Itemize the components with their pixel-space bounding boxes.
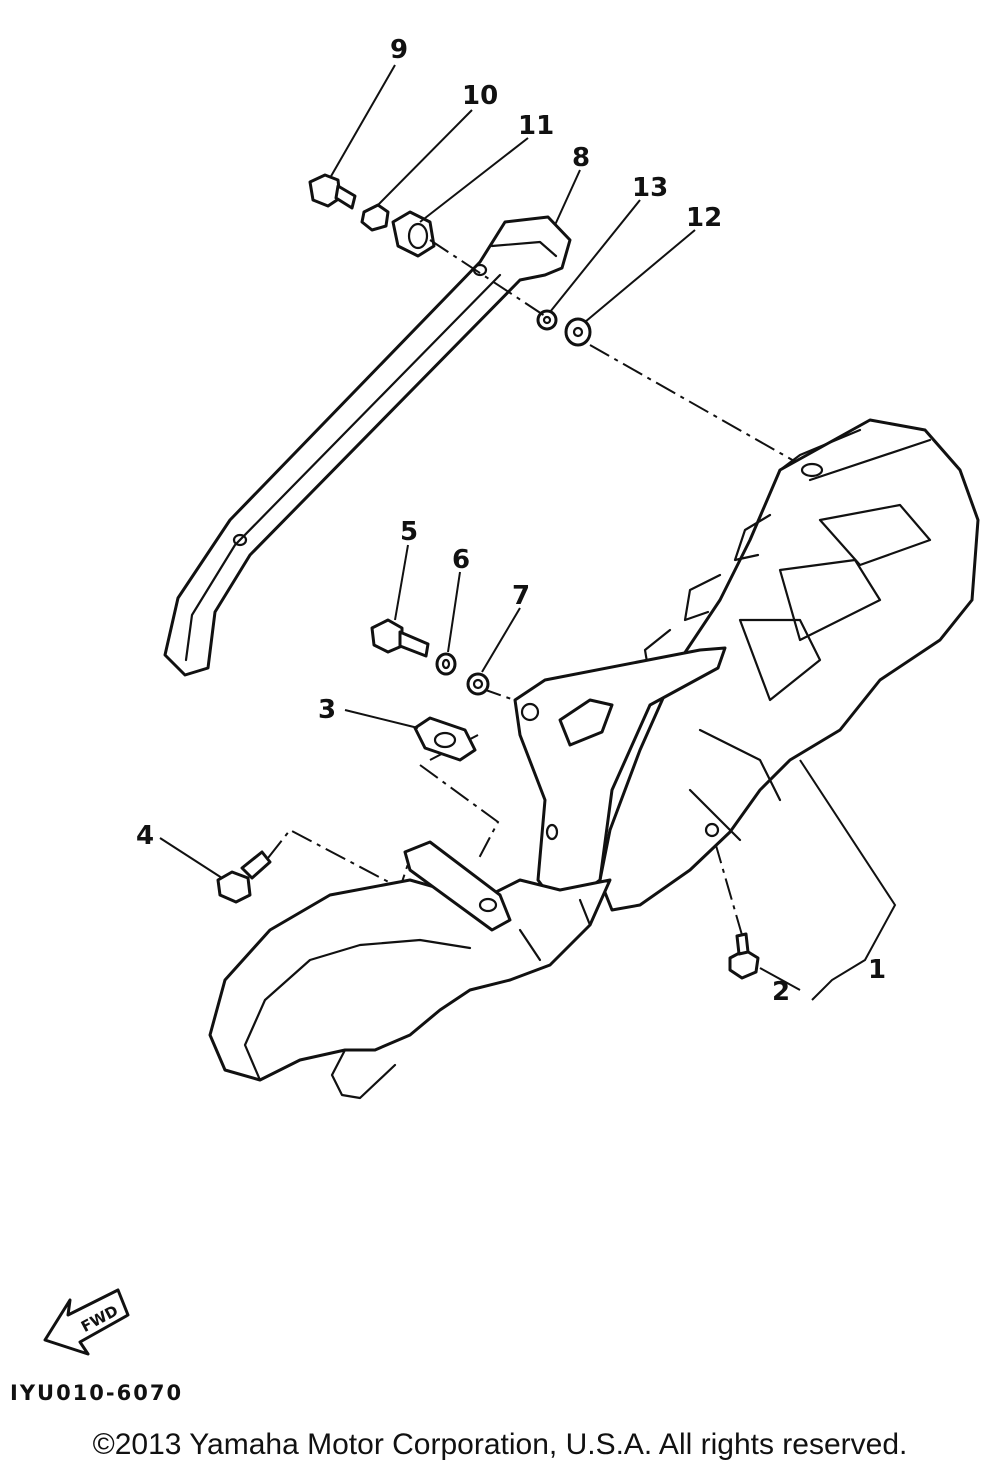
- callout-2: 2: [772, 977, 790, 1007]
- callout-8: 8: [572, 143, 590, 173]
- muffler-bracket: [513, 646, 727, 912]
- damper-11: [391, 210, 436, 258]
- screw-2: [728, 932, 760, 980]
- bolt-5: [370, 618, 430, 658]
- callout-3: 3: [318, 695, 336, 725]
- callout-10: 10: [462, 81, 498, 111]
- collar-10: [360, 203, 390, 232]
- heat-protector: [163, 215, 572, 677]
- washer-7: [466, 672, 490, 696]
- copyright-notice: ©2013 Yamaha Motor Corporation, U.S.A. A…: [92, 1428, 908, 1461]
- assembly-lines: [267, 239, 811, 936]
- callout-labels: 9 10 11 8 13 12 5 6 7 3 4 2 1: [136, 35, 886, 1007]
- fwd-arrow-icon: FWD: [43, 1288, 130, 1356]
- leader-lines: [159, 64, 897, 1001]
- bolt-4: [216, 850, 272, 904]
- callout-9: 9: [390, 35, 408, 65]
- callout-4: 4: [136, 821, 154, 851]
- callout-12: 12: [686, 203, 722, 233]
- callout-13: 13: [632, 173, 668, 203]
- diagram-code: IYU010-6070: [10, 1381, 183, 1405]
- lock-washer-6: [435, 652, 457, 676]
- bolt-9: [308, 173, 357, 210]
- washer-12: [564, 317, 592, 347]
- exhaust-pipe: [208, 840, 612, 1100]
- callout-1: 1: [868, 955, 886, 985]
- callout-7: 7: [512, 581, 530, 611]
- callout-5: 5: [400, 517, 418, 547]
- callout-11: 11: [518, 111, 554, 141]
- callout-6: 6: [452, 545, 470, 575]
- gasket-3: [413, 716, 477, 762]
